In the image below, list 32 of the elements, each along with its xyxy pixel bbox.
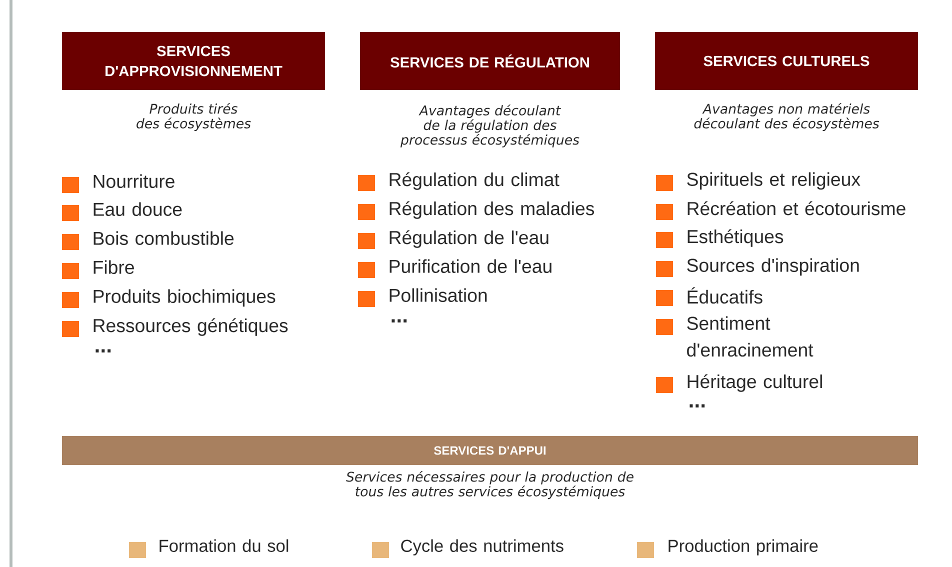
- list-item: Spirituels et religieux: [687, 172, 860, 190]
- list-item: Bois combustible: [94, 231, 234, 245]
- subtitle-text: Avantages découlant de la régulation des processus écosystémiques: [400, 104, 580, 148]
- list-item: Régulation du climat: [390, 172, 560, 190]
- ellipsis: ...: [690, 404, 705, 408]
- list-item: Eau douce: [94, 202, 182, 216]
- list-item: Régulation de l'eau: [390, 230, 548, 248]
- list-item: Récréation et écotourisme: [688, 201, 906, 216]
- header-band: SERVICES DE RÉGULATION: [360, 32, 620, 90]
- header-band: SERVICES D'APPUI: [62, 436, 918, 466]
- subtitle-text: Services nécessaires pour la production de tous les autres services écosystémiques: [346, 470, 634, 500]
- header-band: SERVICES CULTURELS: [655, 32, 918, 90]
- list-item: Cycle des nutriments: [401, 539, 564, 556]
- list-item: Produits biochimiques: [94, 289, 276, 307]
- list-item: Formation du sol: [160, 539, 288, 552]
- ellipsis: ...: [392, 319, 407, 322]
- list-item: Fibre: [94, 260, 134, 274]
- list-item: Nourriture: [94, 174, 174, 188]
- ellipsis: ...: [96, 349, 111, 352]
- list-item: Purification de l'eau: [390, 259, 552, 273]
- list-item: Ressources génétiques: [94, 318, 288, 336]
- list-item: Sentiment d'enracinement: [687, 316, 814, 357]
- list-item: Régulation des maladies: [390, 201, 594, 219]
- list-item: Éducatifs: [688, 287, 762, 304]
- subtitle-text: Avantages non matériels découlant des écosystèmes: [694, 102, 880, 132]
- subtitle-text: Produits tirés des écosystèmes: [136, 102, 251, 132]
- list-item: Sources d'inspiration: [687, 258, 859, 276]
- list-item: Pollinisation: [390, 288, 487, 302]
- list-item: Héritage culturel: [688, 374, 822, 392]
- list-item: Production primaire: [668, 539, 818, 556]
- header-band: SERVICES D'APPROVISIONNEMENT: [62, 32, 325, 90]
- list-item: Esthétiques: [688, 229, 784, 247]
